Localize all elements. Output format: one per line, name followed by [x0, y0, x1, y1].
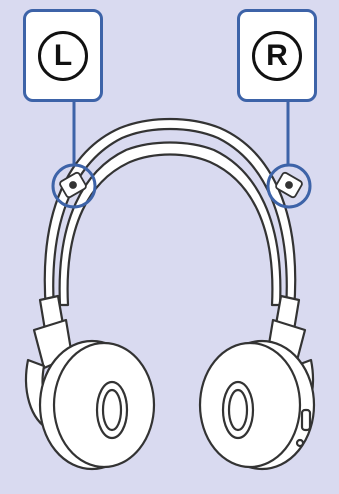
headband-inner [60, 143, 281, 306]
left-side-mark: L [38, 31, 88, 81]
left-callout: L [23, 9, 103, 102]
right-earcup-button [302, 410, 310, 430]
left-tactile-dot [70, 182, 76, 188]
right-callout: R [237, 9, 317, 102]
right-tactile-dot [286, 182, 292, 188]
right-side-mark: R [252, 31, 302, 81]
